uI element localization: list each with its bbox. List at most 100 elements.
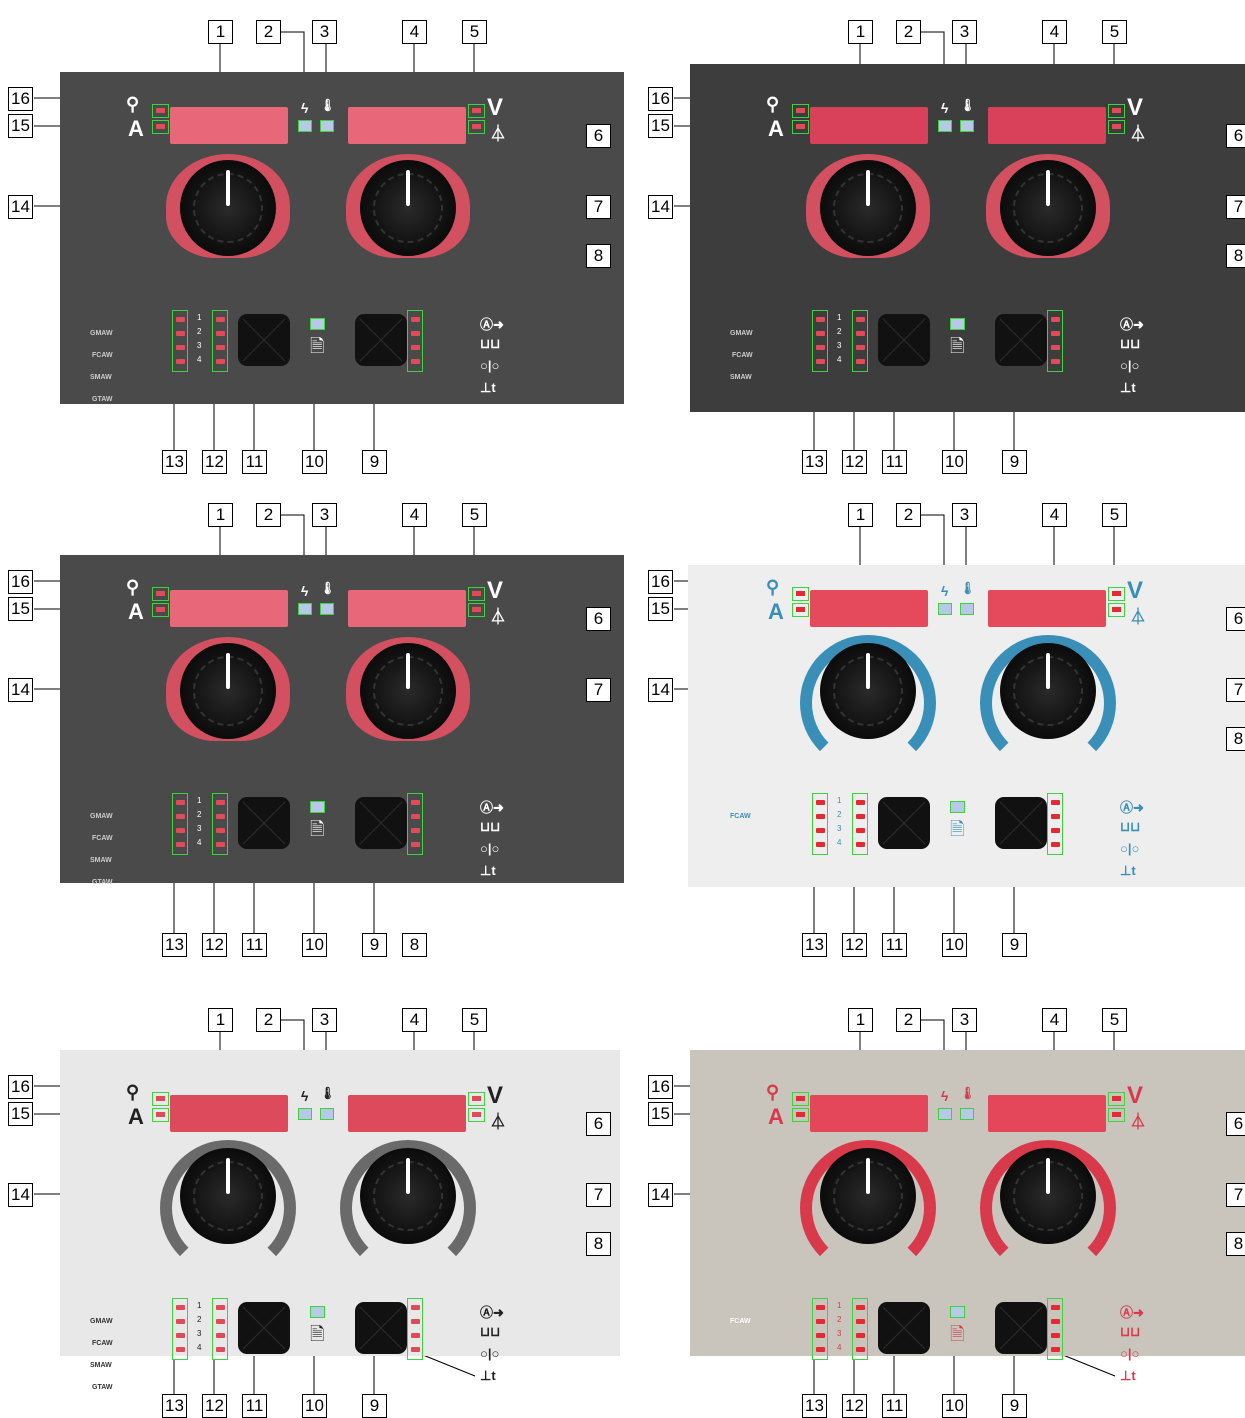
panel-5-mode-button[interactable] [355, 1302, 407, 1354]
panel-6-wire-feed-icon: ⚲ [766, 1082, 780, 1102]
memory-led [216, 828, 225, 833]
panel-1-mode-icon-2: ⊔⊔ [480, 336, 501, 351]
panel-5-memory-led-column [212, 1298, 228, 1360]
callout-7: 7 [586, 678, 611, 702]
panel-3-memory-button[interactable] [238, 797, 290, 849]
process-led [176, 345, 185, 350]
callout-1: 1 [848, 20, 873, 44]
panel-2-trim-led [1108, 120, 1125, 134]
panel-3-mode-icon-2: ⊔⊔ [480, 819, 501, 834]
callout-16: 16 [648, 1075, 673, 1099]
panel-2-amps-symbol: A [768, 116, 784, 141]
panel-1-fault-icon: ϟ [301, 100, 309, 116]
panel-5-memory-number: 2 [197, 1315, 202, 1324]
panel-5-wire-feed-icon: ⚲ [126, 1082, 140, 1102]
memory-led [216, 800, 225, 805]
panel-5-mode-line [422, 1354, 476, 1377]
panel-3-current-knob[interactable] [180, 643, 276, 739]
callout-10: 10 [942, 450, 967, 474]
panel-6-amps-led-light [796, 1112, 805, 1117]
panel-5-amps-symbol: A [128, 1104, 144, 1129]
panel-1-mode-button[interactable] [355, 314, 407, 366]
callout-5: 5 [462, 503, 487, 527]
panel-2-current-knob[interactable] [820, 160, 916, 256]
panel-2-mode-led-column [1047, 310, 1063, 372]
panel-5-mode-led-column [407, 1298, 423, 1360]
process-led [176, 800, 185, 805]
panel-4-mode-icon-1: Ⓐ➜ [1120, 800, 1144, 815]
panel-4-voltage-knob[interactable] [1000, 643, 1096, 739]
panel-2-arc-trim-icon: ⏃ [1130, 126, 1147, 143]
panel-3-plate [60, 555, 624, 883]
panel-3-mode-icon-4: ⊥t [480, 863, 496, 878]
knob-indicator [866, 169, 870, 207]
panel-2-process-label: FCAW [732, 352, 753, 359]
panel-2-mode-icon-4: ⊥t [1120, 380, 1136, 395]
panel-6-fault-led [938, 1108, 952, 1120]
panel-5-memory-number: 1 [197, 1301, 202, 1310]
memory-led [856, 317, 865, 322]
callout-6: 6 [1226, 124, 1245, 148]
panel-6-mode-led-column [1047, 1298, 1063, 1360]
panel-4-amps-led-light [796, 607, 805, 612]
callout-9: 9 [1002, 450, 1027, 474]
panel-3-process-label: FCAW [92, 835, 113, 842]
callout-15: 15 [8, 1102, 33, 1126]
memory-led [856, 1305, 865, 1310]
panel-6-thermal-led [960, 1108, 974, 1120]
panel-4-volts-symbol: V [1127, 577, 1144, 604]
callout-3: 3 [952, 20, 977, 44]
panel-4-plate [688, 565, 1245, 887]
panel-4-mode-icon-3: ○|○ [1120, 841, 1140, 856]
mode-led [411, 828, 420, 833]
panel-6-mode-icon-4: ⊥t [1120, 1368, 1136, 1383]
callout-1: 1 [208, 503, 233, 527]
panel-5-mode-icon-1: Ⓐ➜ [480, 1305, 504, 1320]
panel-2-mode-button[interactable] [995, 314, 1047, 366]
panel-4-memory-led-column [852, 793, 868, 855]
panel-4-current-display [810, 590, 928, 627]
panel-3-volts-symbol: V [487, 577, 504, 604]
panel-4-memory-number: 1 [837, 796, 842, 805]
callout-7: 7 [1226, 195, 1245, 219]
panel-2-voltage-knob[interactable] [1000, 160, 1096, 256]
panel-2-voltage-display [988, 107, 1106, 144]
panel-1-memory-button[interactable] [238, 314, 290, 366]
panel-6-current-knob[interactable] [820, 1148, 916, 1244]
knob-indicator [1046, 1157, 1050, 1195]
panel-1-current-display [170, 107, 288, 144]
panel-1-current-knob[interactable] [180, 160, 276, 256]
panel-4-thermal-icon: 🌡 [960, 581, 976, 595]
panel-5-thermal-icon: 🌡 [320, 1086, 336, 1100]
panel-2-memory-button[interactable] [878, 314, 930, 366]
panel-3-mode-button[interactable] [355, 797, 407, 849]
panel-4-memory-button[interactable] [878, 797, 930, 849]
panel-6-voltage-knob[interactable] [1000, 1148, 1096, 1244]
panel-6-mode-button[interactable] [995, 1302, 1047, 1354]
callout-13: 13 [162, 1394, 187, 1418]
panel-1-wire-feed-icon: ⚲ [126, 94, 140, 114]
panel-5-current-display [170, 1095, 288, 1132]
panel-6-mode-line [1062, 1354, 1116, 1377]
panel-6-thermal-icon: 🌡 [960, 1086, 976, 1100]
panel-5-current-knob[interactable] [180, 1148, 276, 1244]
callout-8: 8 [1226, 244, 1245, 268]
panel-3-remote-icon: 🗎 [310, 819, 325, 839]
panel-5-voltage-knob[interactable] [360, 1148, 456, 1244]
panel-4-mode-button[interactable] [995, 797, 1047, 849]
panel-1-voltage-knob[interactable] [360, 160, 456, 256]
panel-3-memory-number: 1 [197, 796, 202, 805]
panel-5-memory-button[interactable] [238, 1302, 290, 1354]
panel-4-current-knob[interactable] [820, 643, 916, 739]
panel-6-memory-button[interactable] [878, 1302, 930, 1354]
panel-5-memory-number: 3 [197, 1329, 202, 1338]
panel-1-mode-icon-1: Ⓐ➜ [480, 317, 504, 332]
memory-led [856, 828, 865, 833]
callout-12: 12 [202, 450, 227, 474]
panel-5-remote-led [310, 1306, 325, 1318]
panel-4-mode-led-column [1047, 793, 1063, 855]
callout-6: 6 [586, 607, 611, 631]
panel-3-mode-icon-3: ○|○ [480, 841, 500, 856]
mode-led [1051, 317, 1060, 322]
panel-3-voltage-knob[interactable] [360, 643, 456, 739]
